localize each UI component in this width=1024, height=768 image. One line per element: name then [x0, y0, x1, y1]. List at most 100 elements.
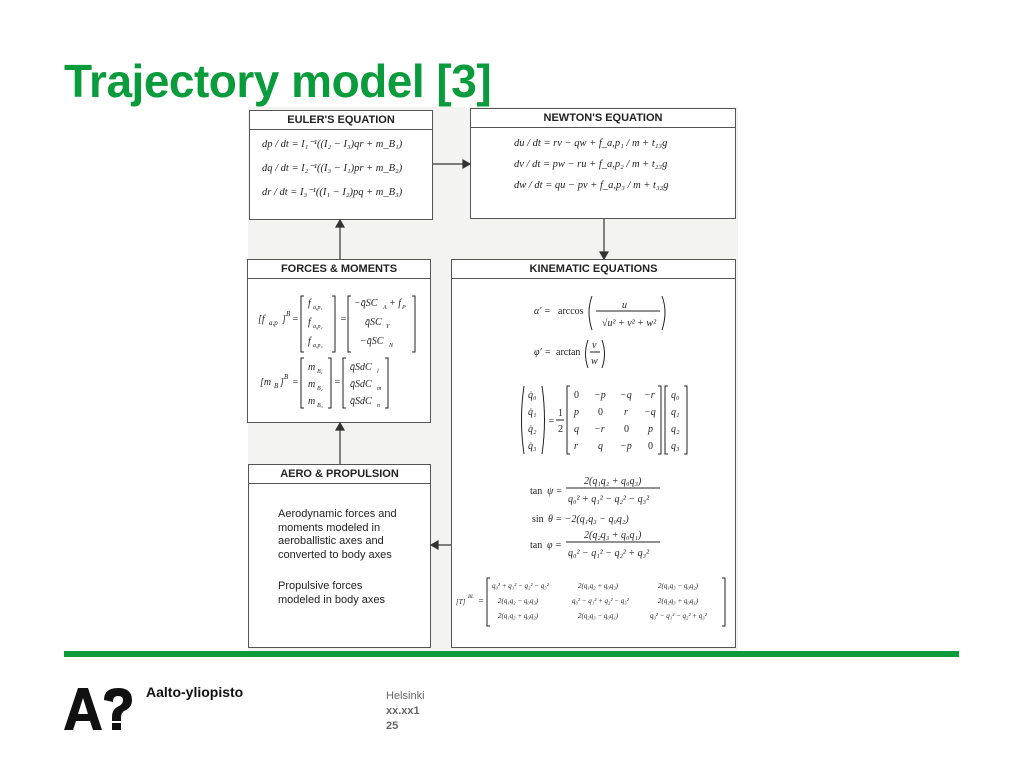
- newton-eq-2: dv / dt = pw − ru + f_a,p₂ / m + t₂₃g: [514, 159, 668, 170]
- slide-title: Trajectory model [3]: [64, 55, 492, 107]
- svg-text:tan: tan: [530, 486, 542, 497]
- svg-text:q: q: [574, 424, 579, 435]
- slide-footer: Helsinki xx.xx1 25: [386, 689, 425, 734]
- svg-text:]: ]: [279, 377, 284, 388]
- svg-text:q̄SdC: q̄SdC: [350, 362, 372, 373]
- svg-text:B₂: B₂: [317, 386, 323, 392]
- svg-text:sin: sin: [532, 514, 544, 525]
- aero-propulsion-title: AERO & PROPULSION: [249, 465, 430, 484]
- arrow-aero-to-forces-head: [334, 421, 346, 431]
- svg-text:q̄SC: q̄SC: [365, 317, 382, 328]
- svg-text:+ f: + f: [389, 298, 402, 309]
- euler-eq-2: dq / dt = I₂⁻¹((I₃ − I₁)pr + m_B₂): [262, 163, 403, 174]
- footer-page-number: 25: [386, 720, 399, 732]
- svg-text:0: 0: [648, 441, 653, 452]
- svg-text:=: =: [334, 377, 341, 388]
- svg-text:ψ =: ψ =: [547, 486, 562, 497]
- svg-text:−q̄SC: −q̄SC: [354, 298, 378, 309]
- euler-equation-box: EULER'S EQUATION: [249, 110, 433, 220]
- svg-text:B₃: B₃: [317, 403, 323, 409]
- svg-text:r: r: [574, 441, 578, 452]
- svg-text:BL: BL: [468, 595, 474, 600]
- svg-text:q₀² + q₁² − q₂² − q₃²: q₀² + q₁² − q₂² − q₃²: [492, 582, 550, 590]
- aalto-logo-icon: [64, 688, 132, 730]
- svg-text:]: ]: [281, 314, 286, 325]
- newton-eq-3: dw / dt = qu − pv + f_a,p₃ / m + t₃₃g: [514, 180, 669, 191]
- svg-text:=: =: [340, 314, 347, 325]
- svg-text:q₂: q₂: [671, 424, 680, 435]
- svg-text:m: m: [308, 362, 315, 373]
- propulsion-line: Propulsive forces: [278, 580, 363, 592]
- aero-propulsion-box: AERO & PROPULSION: [248, 464, 431, 648]
- svg-text:1: 1: [558, 408, 563, 419]
- forces-moments-box: FORCES & MOMENTS: [247, 259, 431, 423]
- svg-text:m: m: [308, 396, 315, 407]
- svg-text:p: p: [647, 424, 653, 435]
- svg-text:−q: −q: [644, 407, 656, 418]
- svg-text:[m: [m: [260, 377, 271, 388]
- svg-text:q₃: q₃: [671, 441, 680, 452]
- footer-location: Helsinki: [386, 690, 425, 702]
- svg-text:θ = −2(q₁q₃ − q₀q₂): θ = −2(q₁q₃ − q₀q₂): [548, 514, 629, 525]
- euler-eq-1: dp / dt = I₁⁻¹((I₂ − I₃)qr + m_B₁): [262, 139, 403, 150]
- svg-text:q̇₀: q̇₀: [528, 390, 537, 401]
- kinematic-equations-title: KINEMATIC EQUATIONS: [452, 260, 735, 279]
- svg-text:r: r: [624, 407, 628, 418]
- svg-text:2(q₁q₂ + q₀q₃): 2(q₁q₂ + q₀q₃): [578, 582, 619, 590]
- svg-text:=: =: [478, 596, 484, 606]
- arrow-kinematic-to-aero-head: [429, 539, 439, 551]
- svg-text:f: f: [308, 336, 312, 347]
- svg-text:2(q₁q₃ + q₀q₂): 2(q₁q₃ + q₀q₂): [498, 612, 539, 620]
- svg-text:f: f: [308, 298, 312, 309]
- svg-text:=: =: [548, 416, 555, 427]
- svg-text:2: 2: [558, 424, 563, 435]
- svg-text:f: f: [308, 317, 312, 328]
- svg-text:=: =: [292, 314, 299, 325]
- svg-text:v: v: [592, 340, 597, 351]
- newton-eq-1: du / dt = rv − qw + f_a,p₁ / m + t₁₃g: [514, 138, 668, 149]
- svg-text:Y: Y: [386, 324, 390, 330]
- svg-text:q₀² − q₁² − q₂² + q₃²: q₀² − q₁² − q₂² + q₃²: [650, 612, 708, 620]
- svg-text:q₀² − q₁² + q₂² − q₃²: q₀² − q₁² + q₂² − q₃²: [572, 597, 630, 605]
- svg-text:a,p₁: a,p₁: [313, 305, 323, 311]
- aero-description: Aerodynamic forces and moments modeled i…: [278, 508, 397, 562]
- svg-text:[f: [f: [258, 314, 266, 325]
- propulsion-description: Propulsive forces modeled in body axes: [278, 580, 385, 607]
- svg-text:q̇₁: q̇₁: [528, 407, 536, 418]
- forces-moments-title: FORCES & MOMENTS: [248, 260, 430, 279]
- kinematic-equations-box: KINEMATIC EQUATIONS: [451, 259, 736, 648]
- svg-text:P: P: [401, 305, 406, 311]
- svg-text:φ =: φ =: [547, 540, 562, 551]
- svg-text:q₀: q₀: [671, 390, 680, 401]
- svg-text:l: l: [377, 369, 379, 375]
- svg-text:u: u: [622, 300, 627, 311]
- svg-text:arctan: arctan: [556, 347, 580, 358]
- propulsion-line: modeled in body axes: [278, 593, 386, 606]
- svg-text:a,p: a,p: [269, 319, 278, 327]
- svg-text:√u² + v² + w²: √u² + v² + w²: [602, 318, 657, 329]
- arrow-euler-to-newton-head: [462, 158, 472, 170]
- arrow-newton-to-kinematic-head: [598, 251, 610, 261]
- svg-text:−q̄SC: −q̄SC: [360, 336, 384, 347]
- svg-text:[T]: [T]: [456, 598, 466, 606]
- svg-text:n: n: [377, 403, 380, 409]
- svg-text:tan: tan: [530, 540, 542, 551]
- svg-text:α′ =: α′ =: [534, 306, 551, 317]
- svg-text:0: 0: [598, 407, 603, 418]
- svg-text:2(q₂q₃ + q₀q₁): 2(q₂q₃ + q₀q₁): [584, 530, 642, 541]
- svg-text:−r: −r: [594, 424, 605, 435]
- svg-text:q₀² − q₁² − q₂² + q₃²: q₀² − q₁² − q₂² + q₃²: [568, 548, 650, 559]
- newton-equation-box: NEWTON'S EQUATION: [470, 108, 736, 219]
- svg-text:q₀² + q₁² − q₂² − q₃²: q₀² + q₁² − q₂² − q₃²: [568, 494, 650, 505]
- svg-text:φ′ =: φ′ =: [534, 347, 551, 358]
- newton-equation-title: NEWTON'S EQUATION: [471, 109, 735, 128]
- svg-text:N: N: [388, 343, 394, 349]
- svg-text:q: q: [598, 441, 603, 452]
- euler-equation-title: EULER'S EQUATION: [250, 111, 432, 130]
- svg-text:2(q₁q₂ − q₀q₃): 2(q₁q₂ − q₀q₃): [498, 597, 539, 605]
- euler-eq-3: dr / dt = I₃⁻¹((I₁ − I₂)pq + m_B₃): [262, 187, 403, 198]
- svg-text:w: w: [591, 356, 598, 367]
- svg-text:2(q₁q₂ + q₀q₃): 2(q₁q₂ + q₀q₃): [584, 476, 642, 487]
- svg-text:B: B: [274, 382, 279, 390]
